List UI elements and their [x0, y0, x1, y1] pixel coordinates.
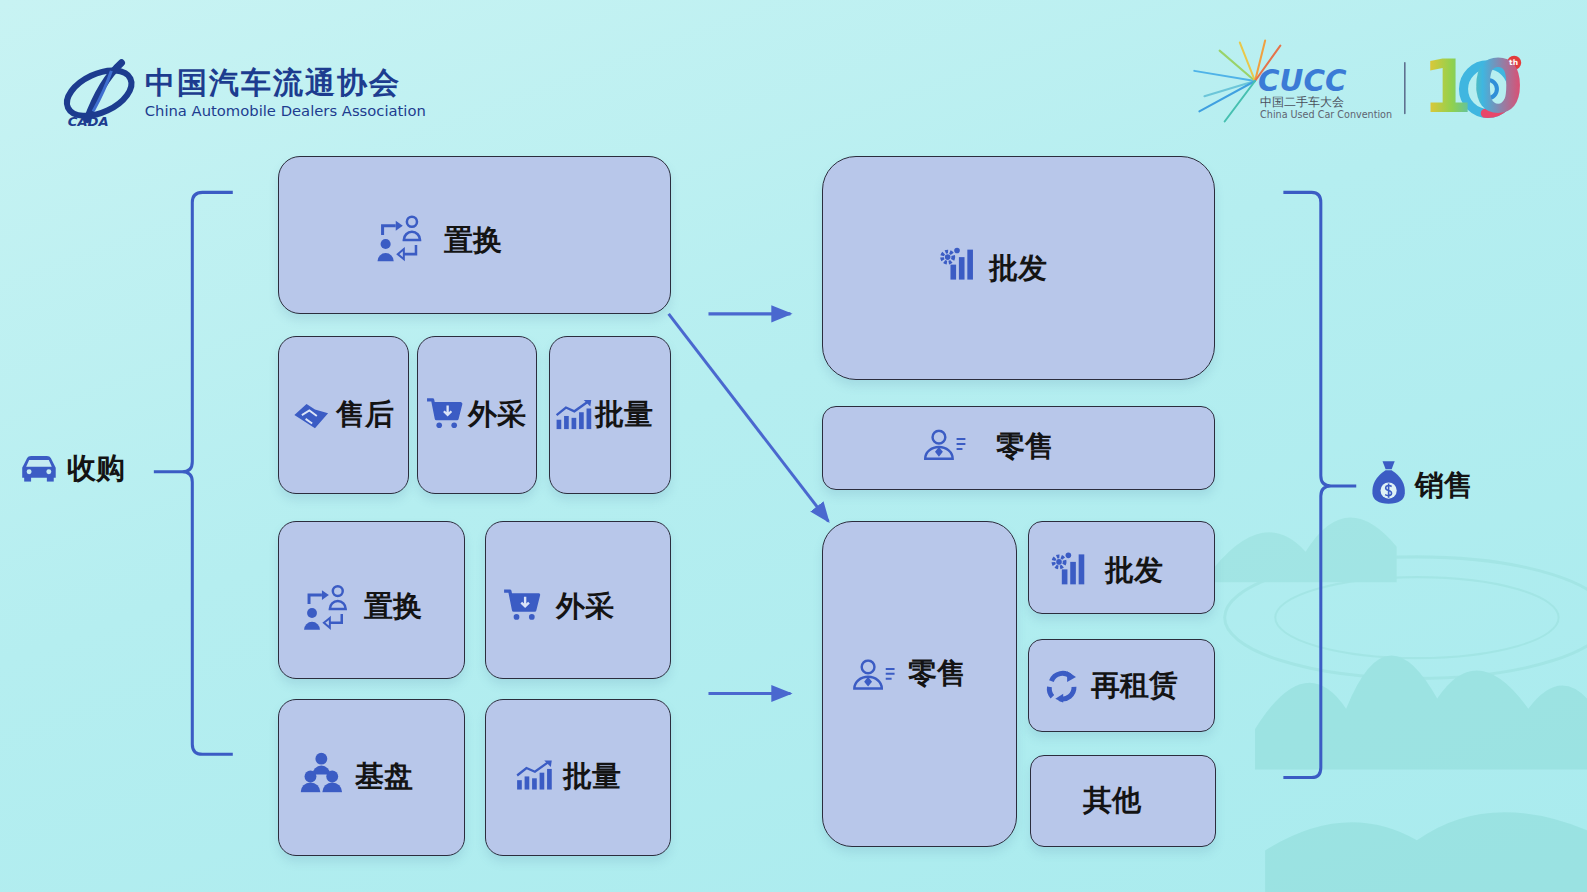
node-content: 基盘 — [355, 761, 413, 793]
wholesale-icon — [942, 248, 973, 280]
process-box: 批量 — [549, 336, 671, 494]
node-label: 外采 — [556, 592, 614, 624]
landscape-watermark — [1215, 518, 1587, 892]
node-label: 零售 — [996, 431, 1054, 463]
node-content: 零售 — [996, 431, 1054, 463]
node-label: 批发 — [1105, 555, 1163, 587]
text-label: 10 — [1422, 51, 1523, 124]
process-box: 置换 — [278, 521, 464, 679]
node-label: 再租赁 — [1091, 670, 1178, 702]
node-label: 置换 — [444, 225, 502, 257]
node-content: 置换 — [364, 592, 422, 624]
process-box: 批发 — [822, 156, 1215, 380]
cada-logo — [60, 61, 139, 125]
money-bag-icon — [1372, 461, 1405, 504]
text-label: CUCC — [1258, 67, 1346, 96]
people-icon — [301, 753, 342, 793]
text-label: 中国二手车大会 — [1260, 97, 1344, 109]
text-label: 中国汽车流通协会 — [145, 67, 401, 97]
retail-icon — [854, 661, 894, 689]
process-box: 零售 — [822, 406, 1215, 490]
node-content: 置换 — [444, 225, 502, 257]
process-box: 批量 — [485, 699, 671, 856]
node-content: 外采 — [556, 592, 614, 624]
process-box: 置换 — [278, 156, 671, 314]
flow-connector — [669, 314, 829, 522]
process-box: 外采 — [485, 521, 671, 679]
car-icon — [22, 456, 56, 482]
lease-icon — [1049, 671, 1076, 702]
node-label: 零售 — [908, 658, 966, 690]
text-label: CADA — [68, 115, 109, 128]
node-content: 再租赁 — [1091, 670, 1178, 702]
cucc-logo — [1194, 40, 1521, 121]
node-content: 外采 — [468, 399, 526, 431]
node-label: 基盘 — [355, 761, 413, 793]
process-box: 批发 — [1028, 521, 1214, 613]
text-label: China Automobile Dealers Association — [145, 104, 426, 119]
text-label: 收购 — [67, 454, 125, 483]
node-content: 批量 — [563, 761, 621, 793]
node-label: 置换 — [364, 592, 422, 624]
node-label: 外采 — [468, 399, 526, 431]
process-box: 外采 — [417, 336, 537, 494]
node-label: 售后 — [336, 399, 394, 431]
text-label: 销售 — [1415, 471, 1473, 500]
process-box: 售后 — [278, 336, 409, 494]
text-label: China Used Car Convention — [1260, 110, 1392, 120]
node-label: 其他 — [1083, 785, 1141, 817]
wholesale-icon — [1053, 553, 1084, 585]
node-label: 批发 — [989, 253, 1047, 285]
node-content: 批发 — [1105, 555, 1163, 587]
node-content: 其他 — [1083, 785, 1141, 817]
handshake-icon — [294, 404, 328, 428]
cart-icon — [427, 400, 461, 428]
process-box: 零售 — [822, 521, 1017, 847]
node-content: 批发 — [989, 253, 1047, 285]
process-box: 再租赁 — [1028, 639, 1214, 732]
node-content: 零售 — [908, 658, 966, 690]
retail-icon — [925, 431, 965, 459]
process-box: 基盘 — [278, 699, 464, 856]
node-content: 批量 — [595, 399, 653, 431]
chart-icon — [517, 761, 552, 790]
text-label: th — [1509, 59, 1518, 67]
cart-icon — [504, 591, 538, 620]
swap-icon — [304, 586, 346, 630]
node-label: 批量 — [563, 761, 621, 793]
flow-arrow — [708, 314, 790, 694]
swap-icon — [378, 217, 421, 262]
node-content: 售后 — [336, 399, 394, 431]
process-box: 其他 — [1030, 755, 1215, 847]
node-label: 批量 — [595, 399, 653, 431]
chart-icon — [557, 400, 592, 429]
